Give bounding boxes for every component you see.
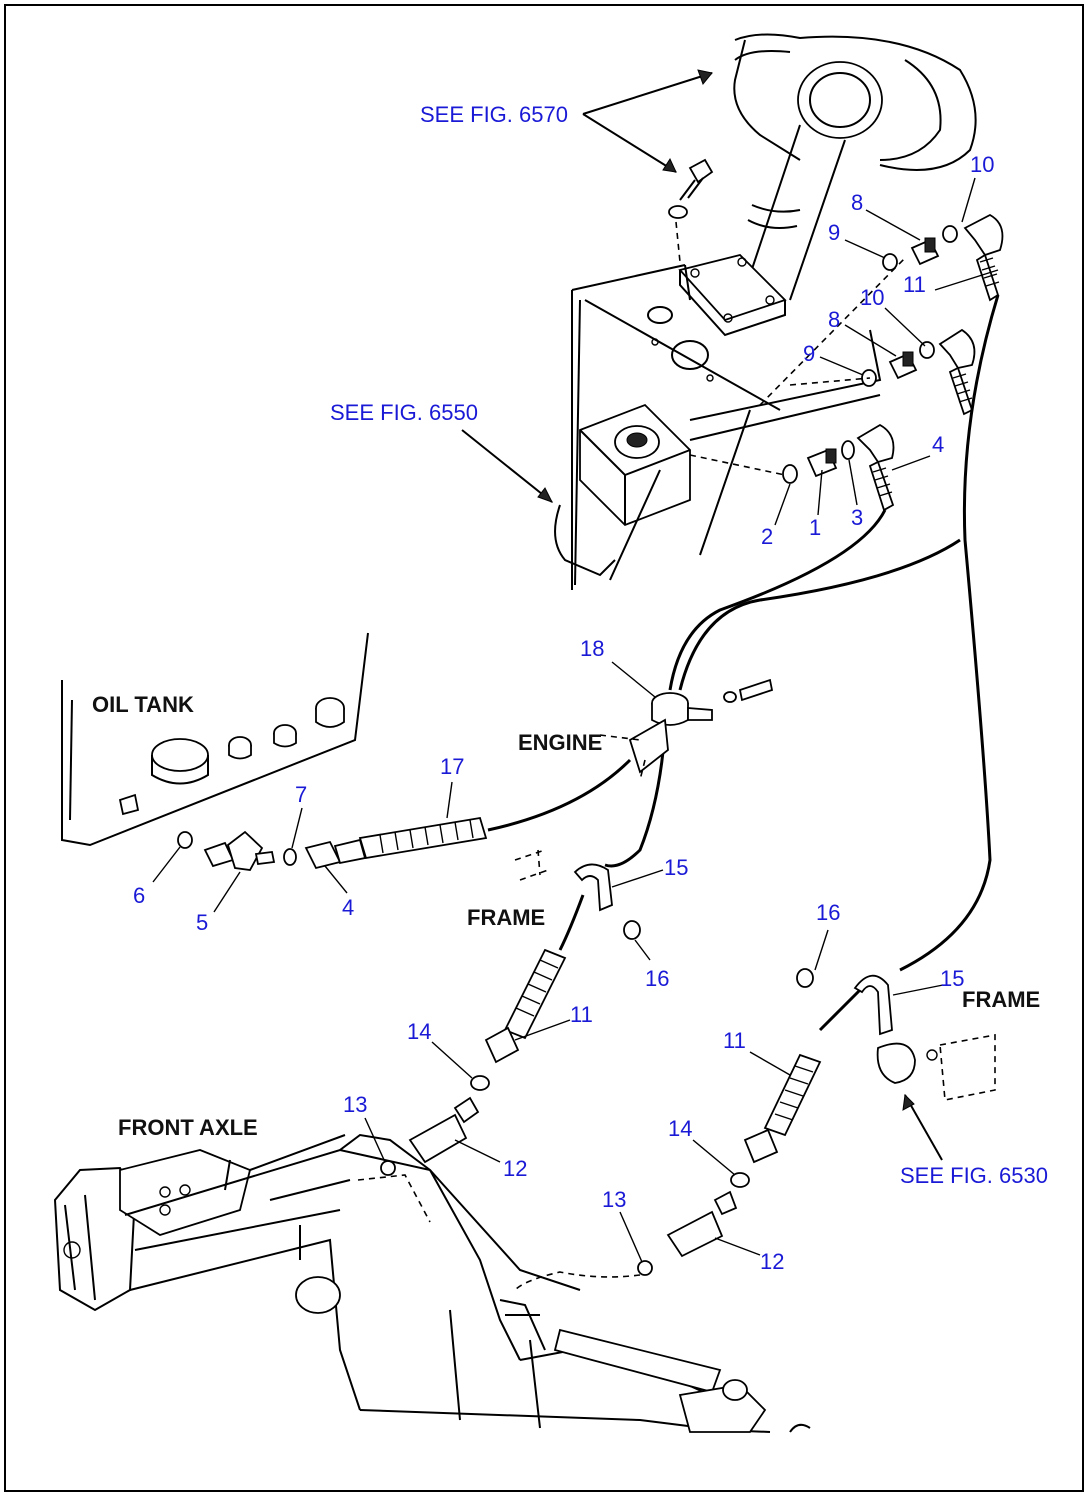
clamp-15-right [796,968,996,1101]
label-oil-tank: OIL TANK [92,692,194,717]
label-front-axle: FRONT AXLE [118,1115,258,1140]
callout-18: 18 [580,636,604,661]
label-engine: ENGINE [518,730,602,755]
drawing-border [4,4,1084,1492]
label-frame-left: FRAME [467,905,545,930]
leader-9-lower [789,377,871,386]
callout-10-lower: 10 [860,285,884,310]
hose-11-right-assembly [514,1053,822,1291]
leader-2 [689,454,786,476]
reference-leaders [461,69,943,1161]
clamp-18 [599,678,774,781]
callout-15-left: 15 [664,855,688,880]
oil-tank-fittings [177,816,488,871]
callout-10-upper: 10 [970,152,994,177]
hoses [487,294,1000,1032]
callout-13-right: 13 [602,1187,626,1212]
callout-1: 1 [809,515,821,540]
ref-fig-6570: SEE FIG. 6570 [420,102,568,127]
column-bolt [668,158,714,263]
callout-11-upper: 11 [903,272,926,297]
callout-12-right: 12 [760,1249,784,1274]
ref-fig-6550: SEE FIG. 6550 [330,400,478,425]
label-frame-right: FRAME [962,987,1040,1012]
callout-8-lower: 8 [828,307,840,332]
callout-16-left: 16 [645,966,669,991]
callout-4-lower: 4 [342,895,354,920]
callout-9-lower: 9 [803,341,815,366]
callout-leaders [152,177,999,1263]
leader-9-upper [759,257,906,406]
oil-tank [61,632,369,847]
callout-9-upper: 9 [828,220,840,245]
ref-fig-6530: SEE FIG. 6530 [900,1163,1048,1188]
callout-14-right: 14 [668,1116,692,1141]
callout-11-right: 11 [723,1028,746,1053]
callout-5: 5 [196,910,208,935]
steering-wheel-assembly [678,33,977,337]
callout-6: 6 [133,883,145,908]
callout-16-right: 16 [816,900,840,925]
fittings-upper [882,213,1004,302]
steering-valve-housing [554,264,882,590]
callout-4-upper: 4 [932,432,944,457]
callout-15-right: 15 [940,966,964,991]
fittings-lower [861,328,976,416]
callout-11-left: 11 [570,1002,593,1027]
callout-14-left: 14 [407,1019,431,1044]
callout-7: 7 [295,782,307,807]
callout-13-left: 13 [343,1092,367,1117]
clamp-15-left [514,849,641,940]
hose-11-left-assembly [357,948,567,1223]
callout-12-left: 12 [503,1156,527,1181]
callout-3: 3 [851,505,863,530]
fittings-mid [782,423,895,512]
callout-2: 2 [761,524,773,549]
front-axle [53,1133,811,1433]
callout-17: 17 [440,754,464,779]
callout-8-upper: 8 [851,190,863,215]
